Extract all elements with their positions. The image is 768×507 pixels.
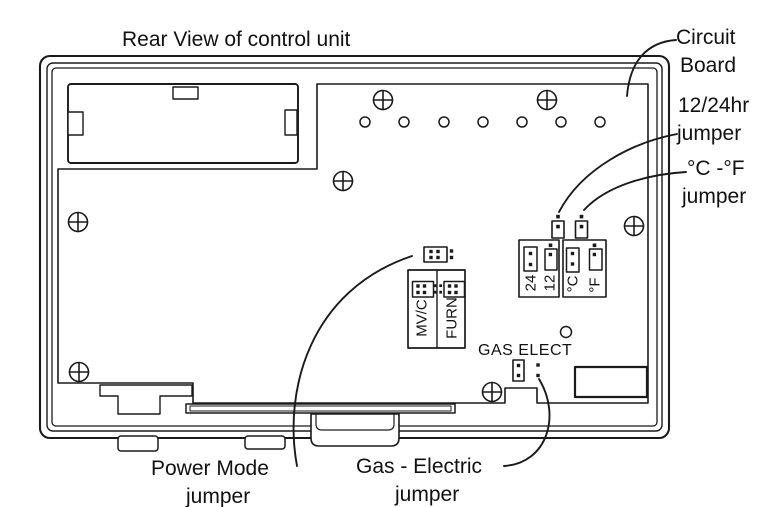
callout-gas-electric-line2: jumper [395,483,460,506]
battery-compartment [67,83,299,164]
silkscreen-mvc: MV/C [413,299,431,337]
mounting-holes [359,116,606,339]
hole [398,116,410,128]
mvc-furn-jumper-block [407,269,466,349]
leader-circuit-board [626,39,677,97]
callout-power-mode-line2: jumper [186,485,251,507]
leader-hr-jumper [558,133,678,213]
leader-lines [292,39,687,467]
callout-power-mode-line1: Power Mode [151,457,269,480]
foot [117,435,159,452]
callout-hr-jumper-line2: jumper [677,122,742,145]
hole [594,116,606,128]
hr-24-12-block [518,239,560,298]
callout-cf-jumper-line1: °C -°F [687,157,745,180]
hole [438,116,450,128]
case-feet [117,435,286,452]
screw-icon [372,89,394,111]
celsius-fahrenheit-block [562,239,607,298]
screw-icon [67,211,89,233]
screw-icon [481,381,503,403]
screw-icon [536,89,558,111]
power-mode-jumper [423,246,454,263]
battery-tab-left [67,111,84,136]
screw-icon [623,215,645,237]
connector-block [573,365,649,399]
silkscreen-24: 24 [522,274,540,292]
hr-select-jumper [551,214,565,239]
cf-select-jumper [574,214,589,239]
silkscreen-furn: FURN [443,297,461,339]
screw-icon [68,361,90,383]
callout-circuit-board-line2: Board [680,54,737,77]
callout-hr-jumper-line1: 12/24hr [678,94,750,117]
silkscreen-gas-elect: GAS ELECT [478,342,573,359]
hole [516,116,528,128]
circuit-board-outline [57,83,649,404]
hole [555,116,567,128]
leader-power-mode [292,255,413,467]
screw-icons [67,89,645,403]
callout-circuit-board-line1: Circuit [676,26,736,49]
silkscreen-celsius: °C [564,275,582,293]
board-t-tab [99,384,193,415]
gas-electric-jumper [512,359,540,382]
leader-cf-jumper [583,171,687,211]
leader-gas-electric [503,378,551,467]
callout-gas-electric-line1: Gas - Electric [356,455,483,478]
hole [559,325,573,339]
foot [244,435,286,450]
callout-cf-jumper-line2: jumper [682,185,747,208]
hole [359,116,371,128]
battery-tab-top [172,86,199,100]
terminal-strip [185,403,456,414]
silkscreen-fahrenheit: °F [586,277,604,293]
hole [477,116,489,128]
diagram-title: Rear View of control unit [122,28,351,51]
silkscreen-12: 12 [541,274,559,292]
bottom-connector-bulge [310,413,400,447]
screw-icon [332,170,354,192]
battery-tab-right [284,109,298,136]
